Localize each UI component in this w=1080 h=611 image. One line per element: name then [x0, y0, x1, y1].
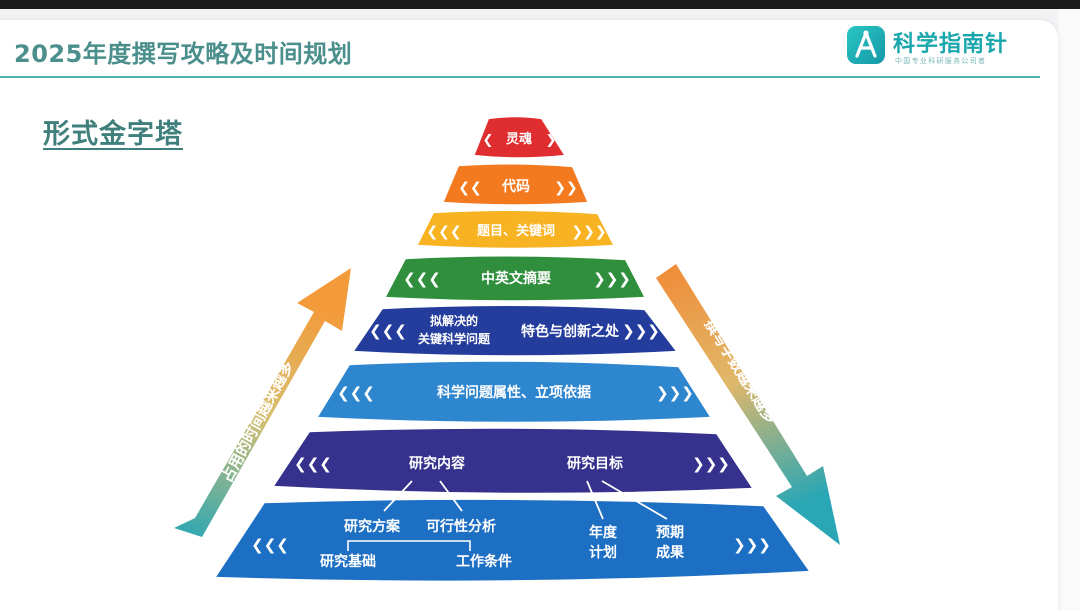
pyramid-level-7	[269, 426, 757, 496]
annual-plan-label-2: 计划	[589, 544, 617, 561]
title-divider	[0, 76, 1040, 78]
work-conditions-label: 工作条件	[456, 553, 512, 570]
level-6-left-chevrons: ❮❮❮	[337, 384, 375, 402]
level-3-left-chevrons: ❮❮❮	[426, 224, 461, 240]
writing-arrow-label: 撰写字数越来越多	[701, 316, 780, 427]
level-8-right-chevrons: ❯❯❯	[733, 536, 771, 554]
time-arrow	[174, 268, 351, 537]
slide-title: 2025年度撰写攻略及时间规划	[14, 40, 353, 68]
annual-plan-label-1: 年度	[589, 524, 618, 541]
innovation-label: 特色与创新之处	[521, 323, 620, 340]
pyramid-level-8	[211, 497, 814, 584]
key-questions-label-1: 拟解决的	[430, 313, 478, 328]
writing-arrow	[656, 264, 840, 545]
level-1-left-chevron: ❮	[483, 133, 494, 148]
key-questions-label-2: 关键科学问题	[418, 331, 491, 346]
title-keywords-label: 题目、关键词	[477, 223, 555, 239]
level-5-right-chevrons: ❯❯❯	[622, 322, 660, 340]
expected-results-label-2: 成果	[656, 544, 685, 561]
research-content-label: 研究内容	[409, 455, 465, 472]
code-label: 代码	[501, 178, 530, 195]
level-7-right-chevrons: ❯❯❯	[692, 455, 730, 473]
compass-icon	[847, 26, 885, 64]
abstract-label: 中英文摘要	[481, 270, 551, 287]
soul-label: 灵魂	[506, 131, 532, 147]
brand-name: 科学指南针	[893, 32, 1009, 57]
pyramid-level-6	[313, 359, 715, 425]
feasibility-label: 可行性分析	[426, 518, 496, 535]
level-6-right-chevrons: ❯❯❯	[656, 384, 694, 402]
level-4-left-chevrons: ❮❮❮	[403, 270, 441, 288]
pyramid-level-4	[381, 253, 648, 303]
level-2-right-chevrons: ❯❯	[554, 180, 577, 196]
window-top-bar	[0, 0, 1080, 9]
brand-logo: 科学指南针 中国专业科研服务公司者	[847, 26, 1037, 70]
expected-results-label-1: 预期	[656, 525, 684, 541]
level-8-left-chevrons: ❮❮❮	[251, 536, 289, 554]
level-7-left-chevrons: ❮❮❮	[294, 455, 332, 473]
level-1-right-chevron: ❯	[546, 133, 557, 148]
pyramid-level-1	[471, 114, 569, 160]
brand-tagline: 中国专业科研服务公司者	[895, 57, 987, 65]
level-2-left-chevrons: ❮❮	[458, 180, 481, 196]
plan-feasibility-bracket	[347, 540, 471, 551]
pyramid-level-2	[440, 161, 591, 207]
level-3-right-chevrons: ❯❯❯	[571, 224, 606, 240]
pyramid-level-3	[414, 208, 617, 251]
research-basis-label: 研究基础	[320, 553, 376, 570]
connector-lines	[383, 480, 668, 520]
level-4-right-chevrons: ❯❯❯	[593, 270, 631, 288]
section-title: 形式金字塔	[43, 119, 183, 150]
pyramid-level-5	[349, 303, 681, 358]
research-plan-label: 研究方案	[344, 518, 401, 535]
science-attribute-label: 科学问题属性、立项依据	[437, 384, 591, 401]
window-right-edge	[1058, 9, 1080, 611]
level-5-left-chevrons: ❮❮❮	[369, 322, 407, 340]
research-objectives-label: 研究目标	[567, 455, 623, 472]
